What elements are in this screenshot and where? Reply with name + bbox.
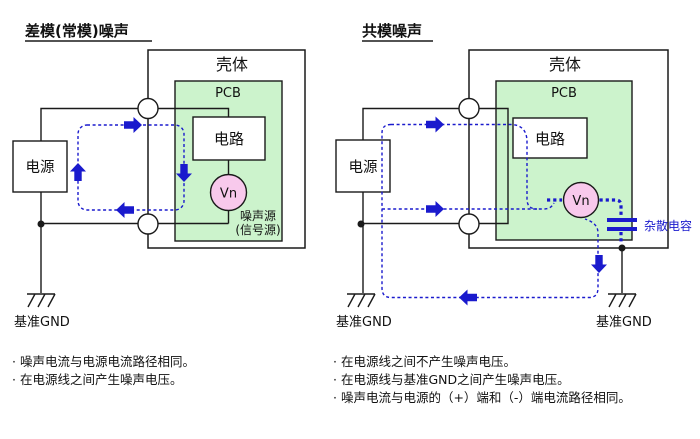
left-circuit-box (192, 116, 266, 161)
right-connector-top (458, 97, 480, 120)
left-vn-label: Vn (220, 187, 237, 202)
left-bullet-2: · 在电源线之间产生噪声电压。 (12, 372, 182, 387)
left-title: 差模(常模)噪声 (25, 22, 129, 40)
left-arrow-left-icon (116, 202, 134, 218)
right-bullet-2: · 在电源线与基准GND之间产生噪声电压。 (333, 372, 570, 387)
right-wire-loop (361, 107, 509, 225)
right-pcb-box (495, 80, 633, 241)
right-circuit-label: 电路 (535, 130, 565, 148)
left-ground-icon (27, 293, 56, 308)
right-circuit-box (512, 117, 588, 159)
right-arrow-left-icon (459, 289, 477, 306)
right-wire-power-top (362, 107, 459, 141)
right-junction-dot-left (357, 220, 365, 228)
right-bullet-3: · 噪声电流与电源的（+）端和（-）端电流路径相同。 (333, 390, 631, 405)
right-ground-left-icon (347, 293, 376, 308)
right-ground-left-label: 基准GND (336, 315, 392, 330)
left-connector-top (137, 97, 159, 120)
right-vn-source (562, 181, 600, 219)
left-power-label: 电源 (26, 159, 55, 176)
left-wire-to-circuit (158, 107, 230, 118)
right-arrow-mid-right-icon (426, 201, 444, 217)
common-mode-diagram: 共模噪声 杂散电容 (333, 22, 692, 405)
left-noise-source-label-2: (信号源) (235, 223, 280, 237)
right-vn-label: Vn (572, 194, 589, 209)
right-bullet-1: · 在电源线之间不产生噪声电压。 (333, 354, 516, 369)
right-arrow-down-icon (591, 255, 607, 273)
left-circuit-label: 电路 (214, 130, 244, 148)
left-arrow-up-icon (70, 163, 86, 181)
right-noise-loop-outer (381, 123, 599, 299)
left-junction-dot (37, 220, 45, 228)
left-wire-power-top (40, 107, 138, 141)
stray-capacitance-label: 杂散电容 (644, 218, 692, 233)
left-noise-source-label-1: 噪声源 (240, 209, 276, 223)
left-ground-label: 基准GND (14, 315, 70, 330)
right-title: 共模噪声 (362, 22, 422, 40)
right-enclosure-label: 壳体 (549, 55, 581, 74)
left-arrow-right-icon (124, 117, 142, 133)
right-dotted-vn-to-cap (599, 198, 623, 217)
stray-capacitor-plate-top (607, 218, 637, 222)
right-power-box (335, 139, 391, 193)
right-junction-dot-enclosure (618, 244, 626, 252)
left-vn-source (209, 173, 248, 212)
right-ground-right-label: 基准GND (596, 315, 652, 330)
differential-mode-diagram: 差模(常模)噪声 电路 电源 Vn 噪声源 (信号源) (12, 22, 306, 387)
left-enclosure-label: 壳体 (216, 55, 248, 74)
left-arrow-down-icon (176, 164, 192, 182)
left-power-box (12, 140, 68, 193)
right-arrow-top-right-icon (426, 116, 444, 133)
left-connector-bottom (137, 213, 159, 235)
right-noise-path-top (391, 123, 538, 210)
right-power-label: 电源 (349, 159, 378, 176)
left-pcb-label: PCB (215, 86, 241, 101)
right-pcb-label: PCB (551, 86, 577, 101)
left-bullet-1: · 噪声电流与电源电流路径相同。 (12, 354, 195, 369)
stray-capacitor-plate-bottom (607, 227, 637, 231)
right-connector-bottom (458, 213, 480, 235)
right-ground-right-icon (608, 293, 637, 308)
